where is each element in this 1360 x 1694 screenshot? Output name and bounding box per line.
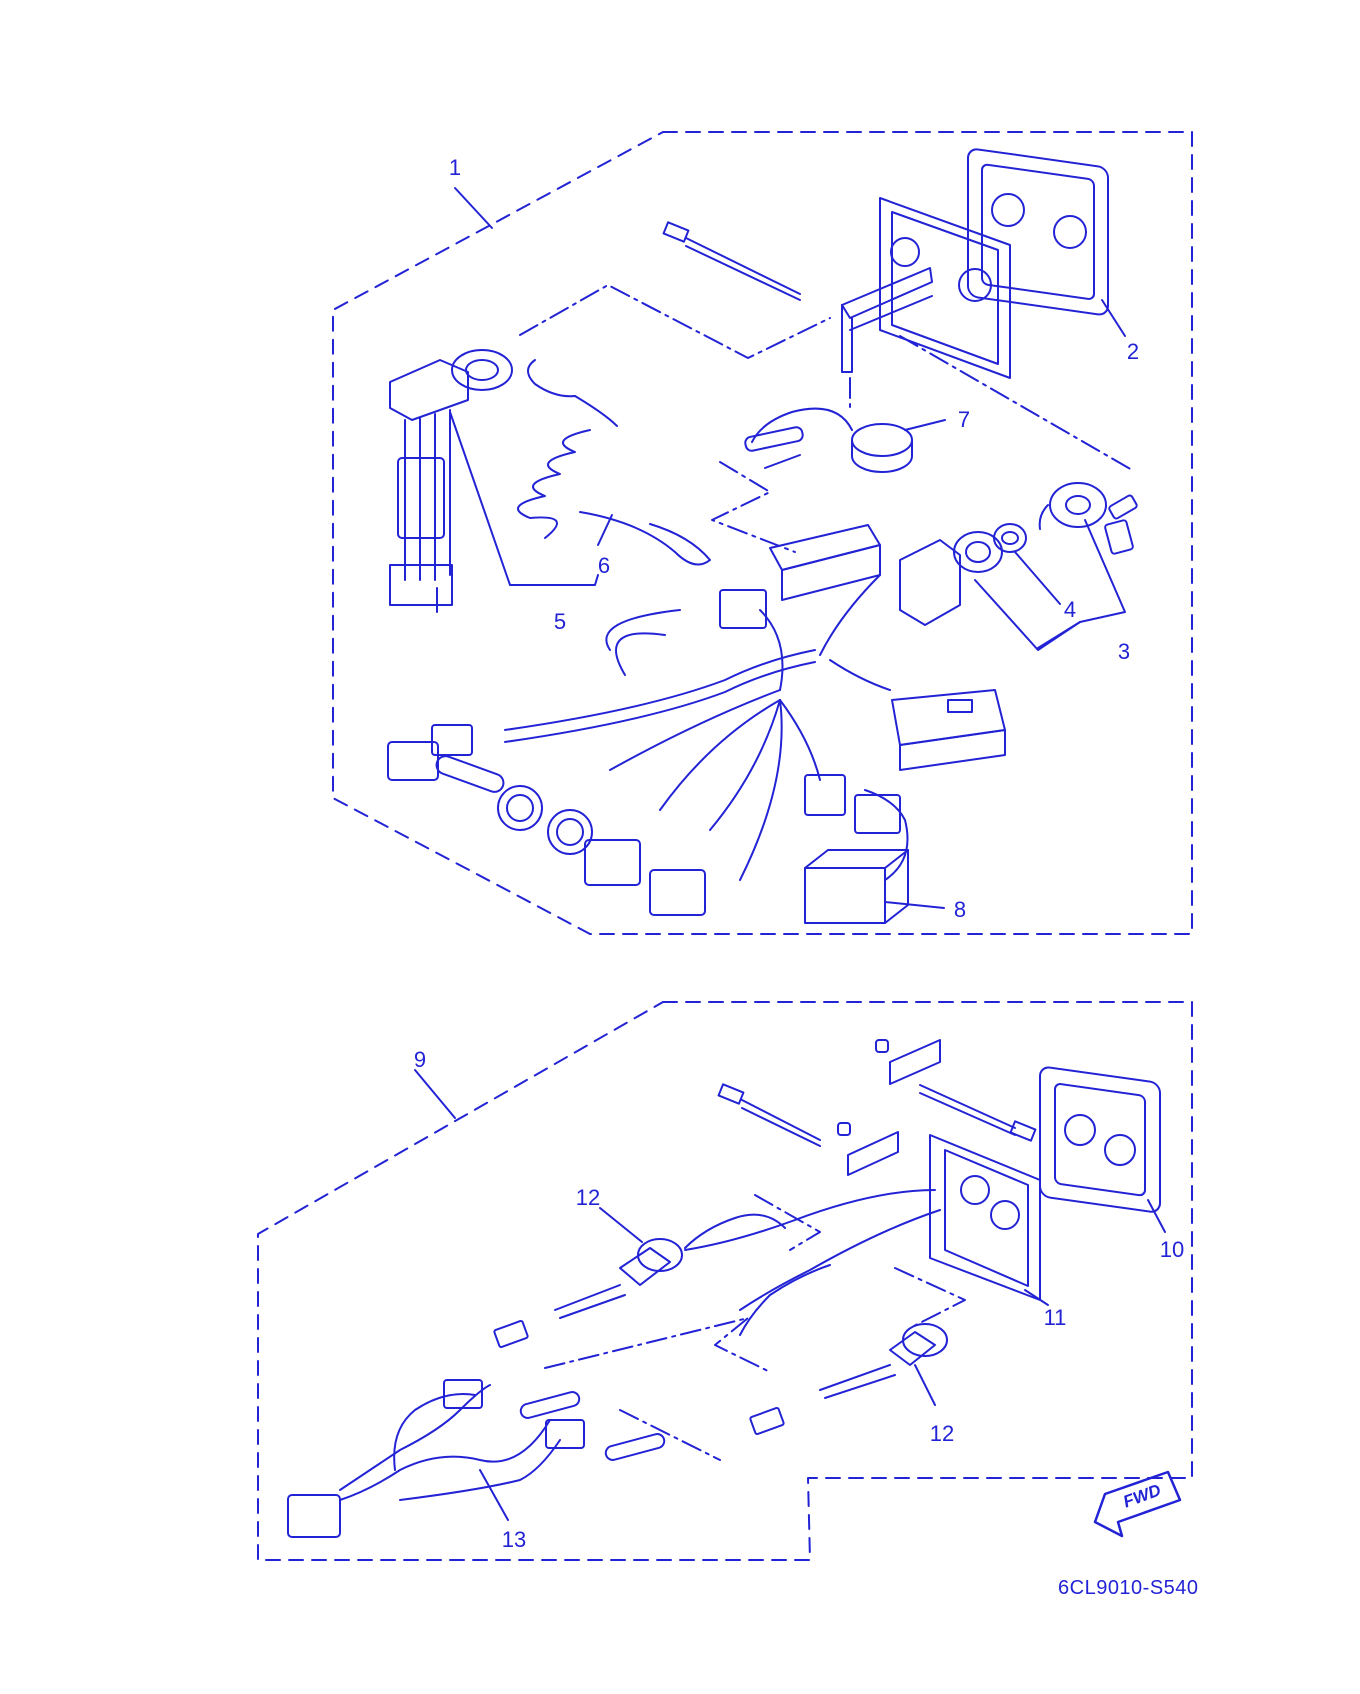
- lower-lead-b: [739, 1209, 941, 1311]
- main-key-switch: [1038, 482, 1138, 555]
- reference-line-g: [544, 1317, 771, 1373]
- connector-a: [387, 741, 439, 781]
- callout-7: 7: [957, 407, 971, 432]
- sensor-plug-upper: [493, 1238, 683, 1349]
- connector-d: [584, 839, 641, 886]
- reference-line-f: [894, 1267, 966, 1329]
- cable-tie-lower-b: [919, 1084, 1037, 1142]
- drawing-code: 6CL9010-S540: [1058, 1577, 1199, 1599]
- leader-10: [1147, 1199, 1166, 1233]
- connector-g: [854, 794, 901, 834]
- main-wire-harness: [504, 524, 891, 881]
- leader-11: [1024, 1289, 1049, 1306]
- bracket-lower-a: [889, 1039, 941, 1085]
- connector-c: [435, 755, 505, 793]
- leader-2: [1101, 299, 1126, 337]
- lower-bezel-plate: [1039, 1066, 1161, 1213]
- leader-4: [1014, 551, 1061, 605]
- fwd-arrow-icon: [1093, 1470, 1182, 1538]
- callout-4: 4: [1063, 597, 1077, 622]
- callout-12-upper: 12: [575, 1185, 601, 1210]
- reference-line-h: [619, 1409, 721, 1461]
- callout-12-lower: 12: [929, 1421, 955, 1446]
- connector-b: [431, 724, 473, 756]
- bracket-lower-b: [847, 1131, 899, 1176]
- callout-1: 1: [448, 155, 462, 180]
- bracket: [841, 267, 933, 373]
- switch-nut: [993, 523, 1027, 553]
- leader-13: [479, 1469, 509, 1521]
- screw-b: [837, 1122, 851, 1136]
- leader-6: [597, 514, 613, 546]
- bezel-plate: [967, 148, 1109, 316]
- callout-13: 13: [501, 1527, 527, 1552]
- lower-mounting-plate: [929, 1134, 1041, 1301]
- round-connector-a: [497, 785, 543, 831]
- reference-line-b: [899, 335, 1133, 471]
- callout-11: 11: [1043, 1305, 1067, 1330]
- leader-3b: [974, 579, 1081, 651]
- leader-3: [1037, 519, 1126, 649]
- buzzer: [744, 407, 913, 473]
- cable-tie-lower-a: [717, 1083, 821, 1147]
- callout-2: 2: [1126, 339, 1140, 364]
- callout-9: 9: [413, 1047, 427, 1072]
- leader-7: [904, 419, 946, 431]
- group-1-dashed-outline: [332, 131, 1193, 935]
- reference-line-d: [711, 461, 796, 553]
- connector-e: [649, 869, 706, 916]
- callout-3: 3: [1117, 639, 1131, 664]
- lower-lead-a: [684, 1189, 936, 1251]
- leader-9: [414, 1069, 456, 1119]
- leader-8: [884, 901, 945, 909]
- callout-5: 5: [553, 609, 567, 634]
- main-connector-20pin: [891, 689, 1006, 771]
- callout-8: 8: [953, 897, 967, 922]
- round-connector-b: [547, 809, 593, 855]
- callout-6: 6: [597, 553, 611, 578]
- reference-line-e: [754, 1194, 821, 1251]
- screw-a: [875, 1039, 889, 1053]
- cable-tie-upper: [662, 221, 801, 301]
- sensor-plug-lower: [749, 1323, 948, 1436]
- emergency-stop-switch: [389, 349, 513, 613]
- group-9-dashed-outline: [257, 1001, 1193, 1561]
- sub-wire-harness: [287, 1379, 666, 1538]
- switch-body: [899, 531, 1003, 626]
- leader-12b: [914, 1364, 936, 1406]
- callout-10: 10: [1159, 1237, 1185, 1262]
- leader-1: [454, 187, 493, 229]
- reference-line-a: [519, 284, 831, 359]
- mounting-plate: [879, 197, 1011, 379]
- connector-f: [804, 774, 846, 816]
- leader-12a: [599, 1207, 643, 1243]
- lanyard-coil-cord: [517, 359, 711, 566]
- leader-5: [449, 411, 599, 586]
